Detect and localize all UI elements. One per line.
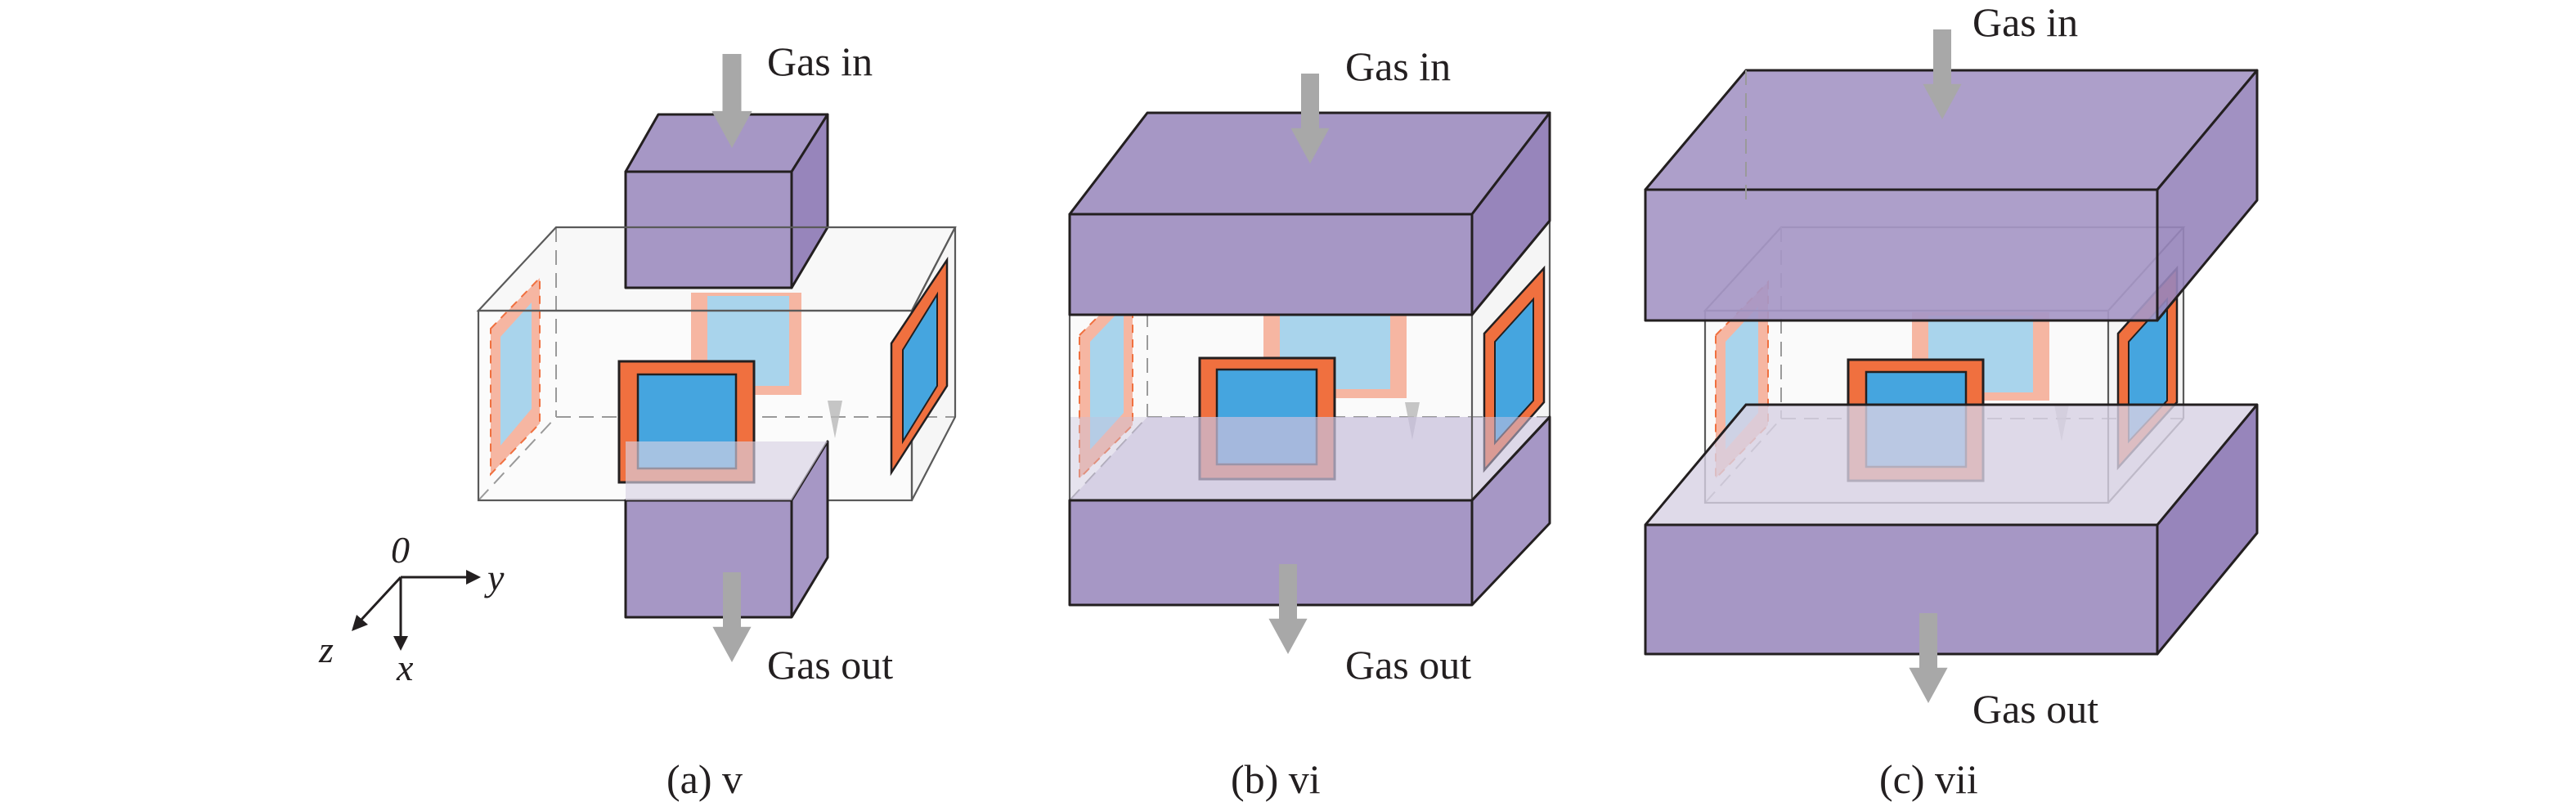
panel-c-gas-out-label: Gas out (1972, 686, 2098, 732)
panel-a-left-window (490, 276, 541, 477)
panel-c-inlet-chamber (1644, 69, 2259, 322)
panel-a-caption: (a) v (666, 756, 743, 802)
panel-c: Gas in Gas out (c) vii (1644, 0, 2259, 802)
panel-a-inlet-chamber (624, 113, 829, 289)
panel-a-inner-flow-arrow (828, 401, 842, 438)
panel-c-caption: (c) vii (1879, 756, 1978, 802)
coordinate-axes: 0 y z x (318, 529, 505, 688)
axis-z-label: z (318, 629, 334, 670)
panel-b-gas-out-label: Gas out (1345, 642, 1471, 688)
panel-a-gas-out-label: Gas out (767, 642, 893, 688)
panel-a: Gas in Gas out (a) v (476, 38, 957, 802)
panel-b-gas-in-label: Gas in (1345, 43, 1451, 89)
panel-b-left-window (1079, 280, 1133, 481)
panel-a-right-window (890, 256, 949, 477)
panel-b-inlet-chamber (1068, 111, 1551, 316)
axis-origin-label: 0 (391, 529, 410, 571)
panel-b: Gas in Gas out (b) vi (1068, 43, 1551, 802)
panel-a-outlet-chamber (624, 440, 829, 619)
axis-x-label: x (396, 647, 414, 688)
panel-a-gas-in-label: Gas in (767, 38, 873, 84)
panel-c-outlet-chamber (1644, 403, 2259, 656)
panel-b-caption: (b) vi (1231, 756, 1321, 802)
axis-y-label: y (484, 557, 505, 598)
panel-c-gas-in-label: Gas in (1972, 0, 2078, 45)
panel-b-outlet-chamber (1068, 415, 1551, 607)
